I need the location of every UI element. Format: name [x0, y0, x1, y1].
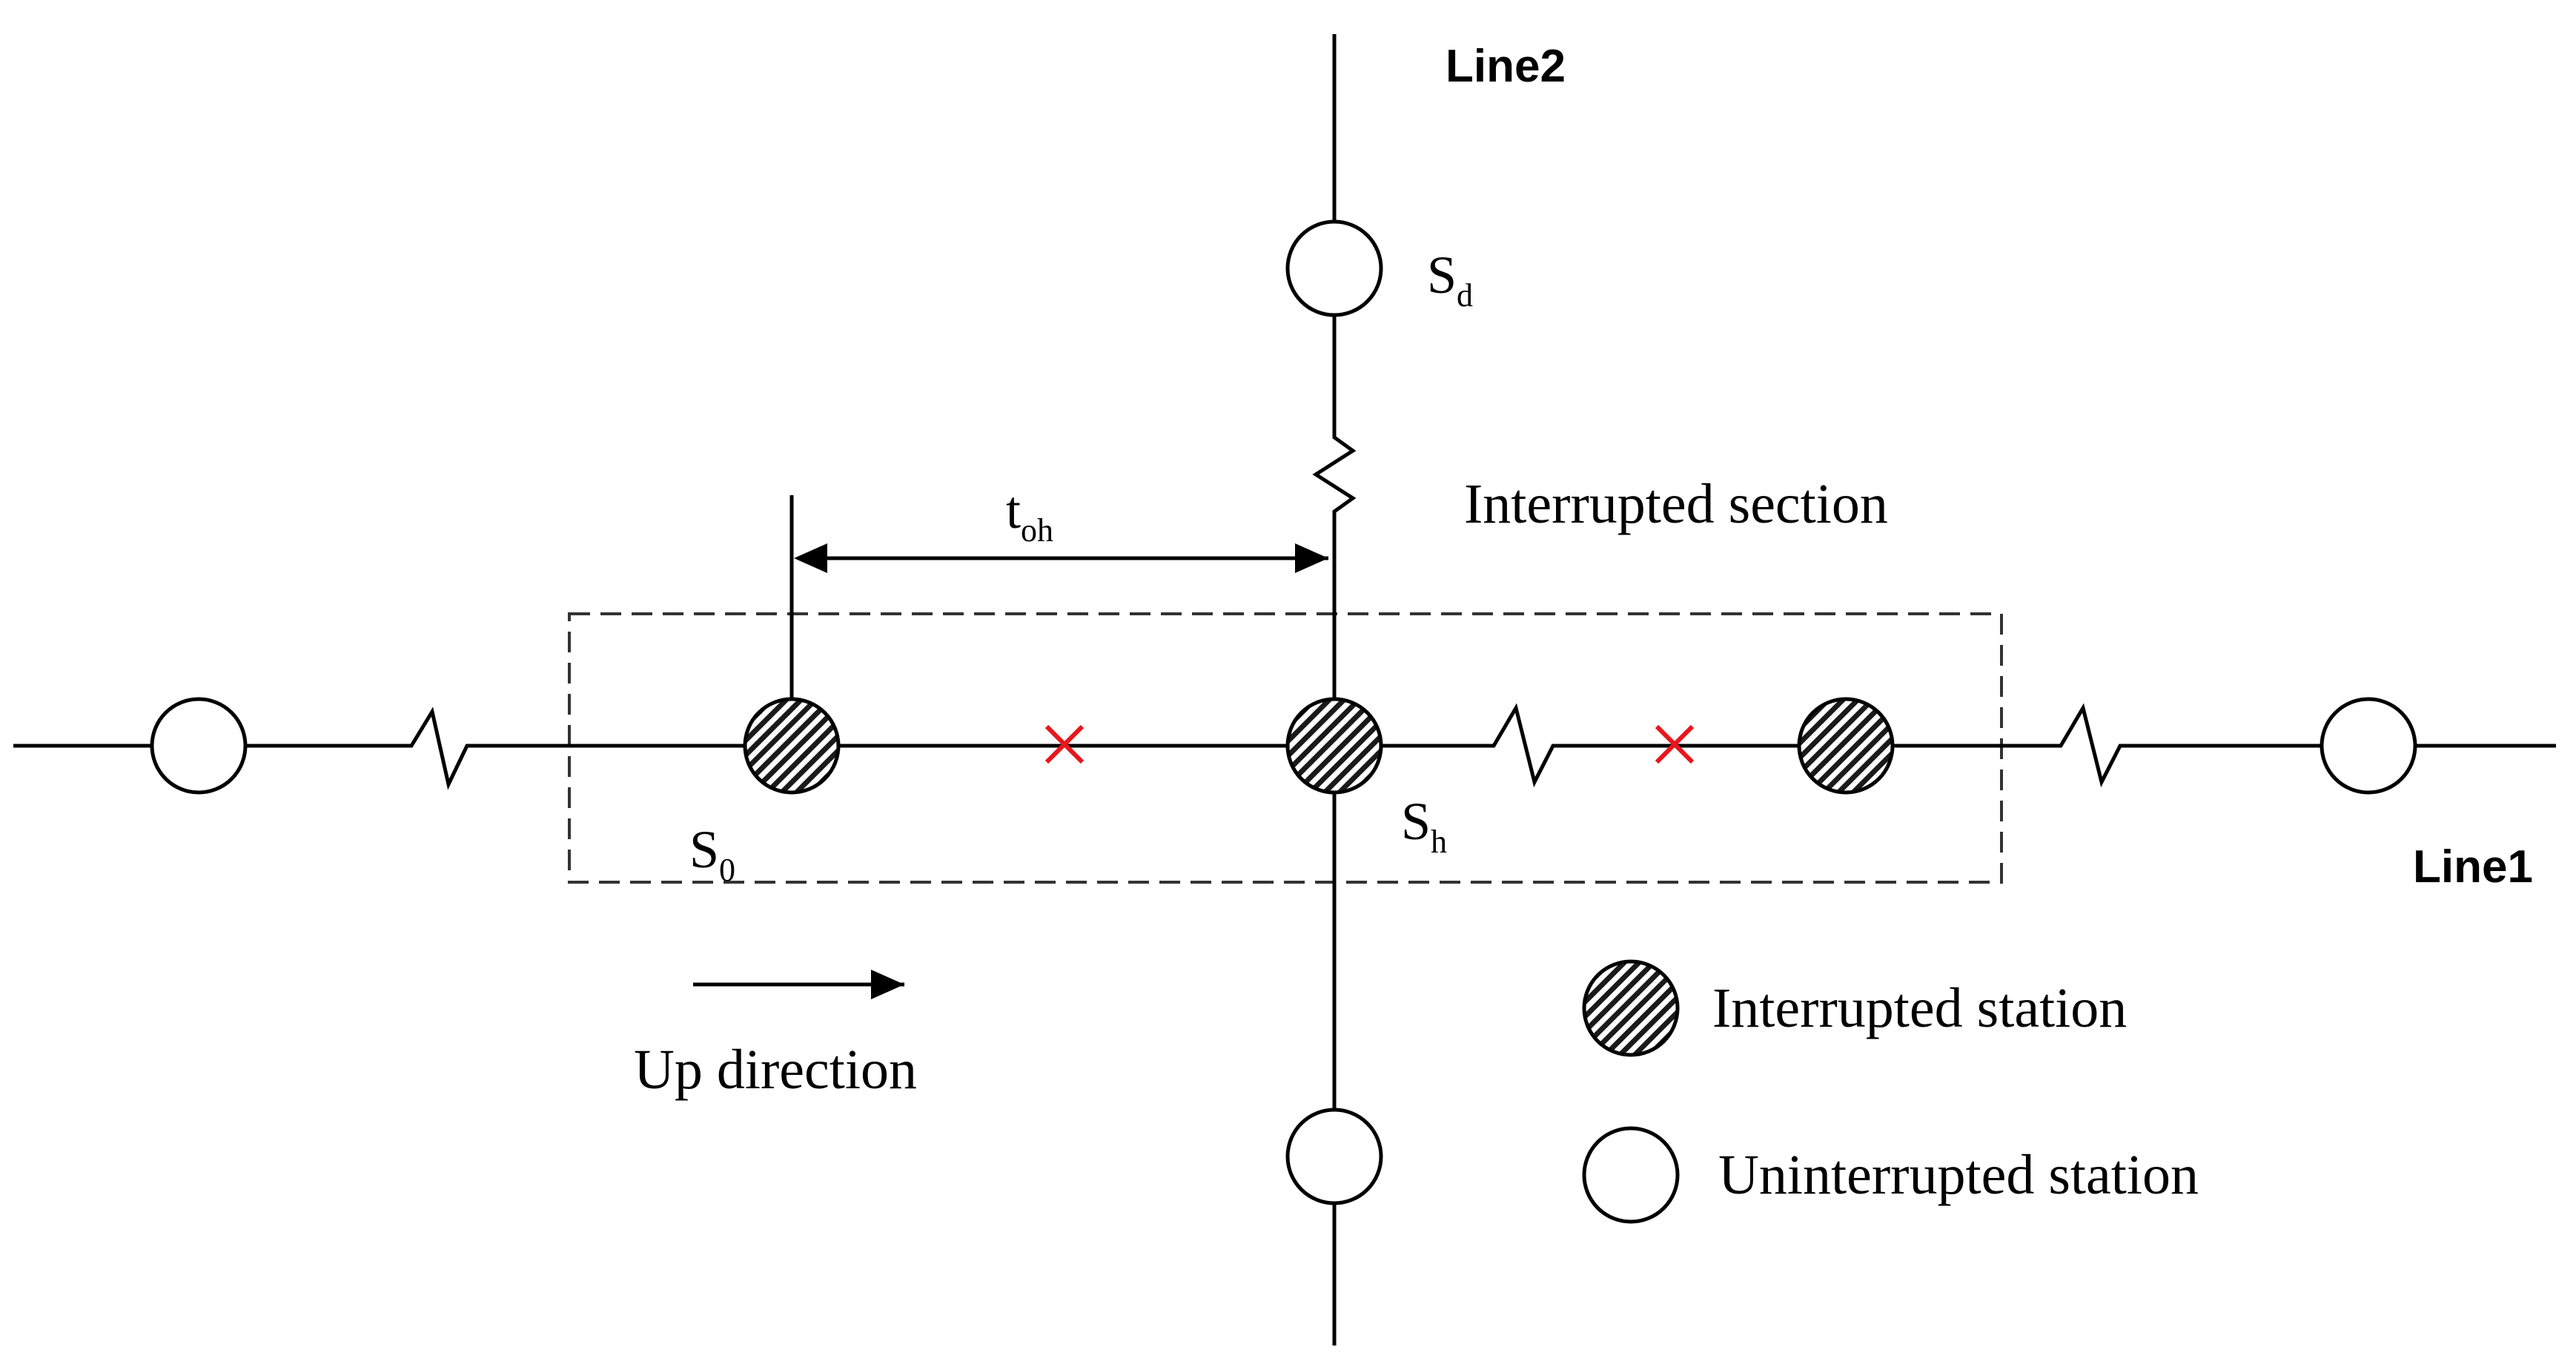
s0-label: S0	[689, 820, 735, 888]
up-direction-label: Up direction	[634, 1039, 917, 1101]
sd-label: Sd	[1427, 245, 1473, 314]
station-sd	[1285, 219, 1383, 317]
red-x-icon	[1655, 724, 1695, 764]
uninterrupted-station	[2320, 697, 2417, 795]
station-s0	[743, 697, 841, 795]
red-x-icon	[1044, 724, 1085, 764]
sh-label: Sh	[1401, 792, 1447, 860]
line2-label: Line2	[1446, 41, 1566, 92]
hatched-circle-icon	[1582, 959, 1680, 1057]
line1-label: Line1	[2413, 841, 2533, 893]
line1-track	[13, 703, 2556, 790]
toh-label: toh	[1006, 480, 1053, 549]
station-sh	[1285, 697, 1383, 795]
legend-interrupted-label: Interrupted station	[1712, 977, 2127, 1039]
line2-track	[1312, 34, 1357, 1346]
open-circle-icon	[1582, 1126, 1680, 1224]
legend: Interrupted station Uninterrupted statio…	[1582, 959, 2199, 1224]
uninterrupted-station	[1285, 1108, 1383, 1205]
interrupted-station	[1797, 697, 1895, 795]
interrupted-section-box	[568, 612, 2003, 884]
legend-uninterrupted-label: Uninterrupted station	[1718, 1144, 2199, 1206]
uninterrupted-station	[150, 697, 248, 795]
interrupted-section-label: Interrupted section	[1464, 473, 1888, 535]
